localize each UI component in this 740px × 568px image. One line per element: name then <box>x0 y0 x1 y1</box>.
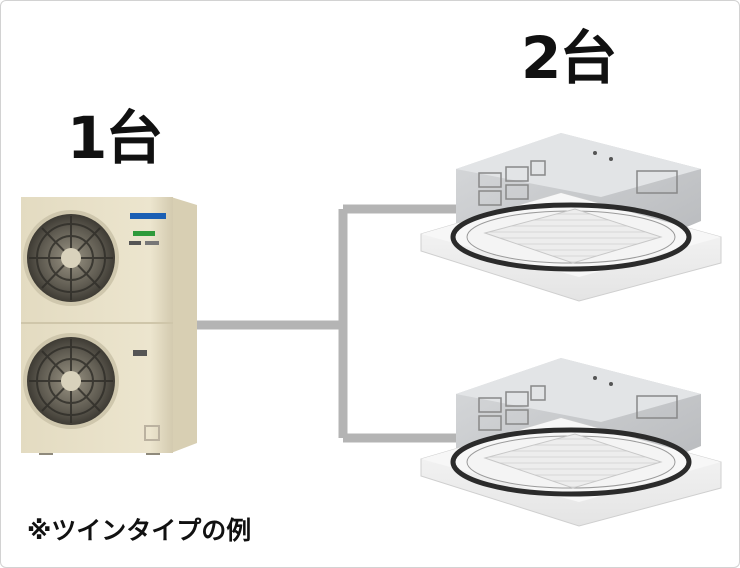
refrigerant-pipe <box>191 204 461 443</box>
lower-fan-icon <box>23 333 119 429</box>
upper-fan-icon <box>23 210 119 306</box>
brand-logo-icon <box>130 213 166 219</box>
indoor-unit-count: 2台 <box>521 24 617 92</box>
ceiling-cassette-icon <box>420 133 722 302</box>
outdoor-unit-count: 1台 <box>67 104 163 172</box>
ceiling-cassette-icon <box>420 358 722 527</box>
outdoor-ac-unit-icon <box>21 197 197 455</box>
twin-type-note: ※ツインタイプの例 <box>27 516 252 545</box>
